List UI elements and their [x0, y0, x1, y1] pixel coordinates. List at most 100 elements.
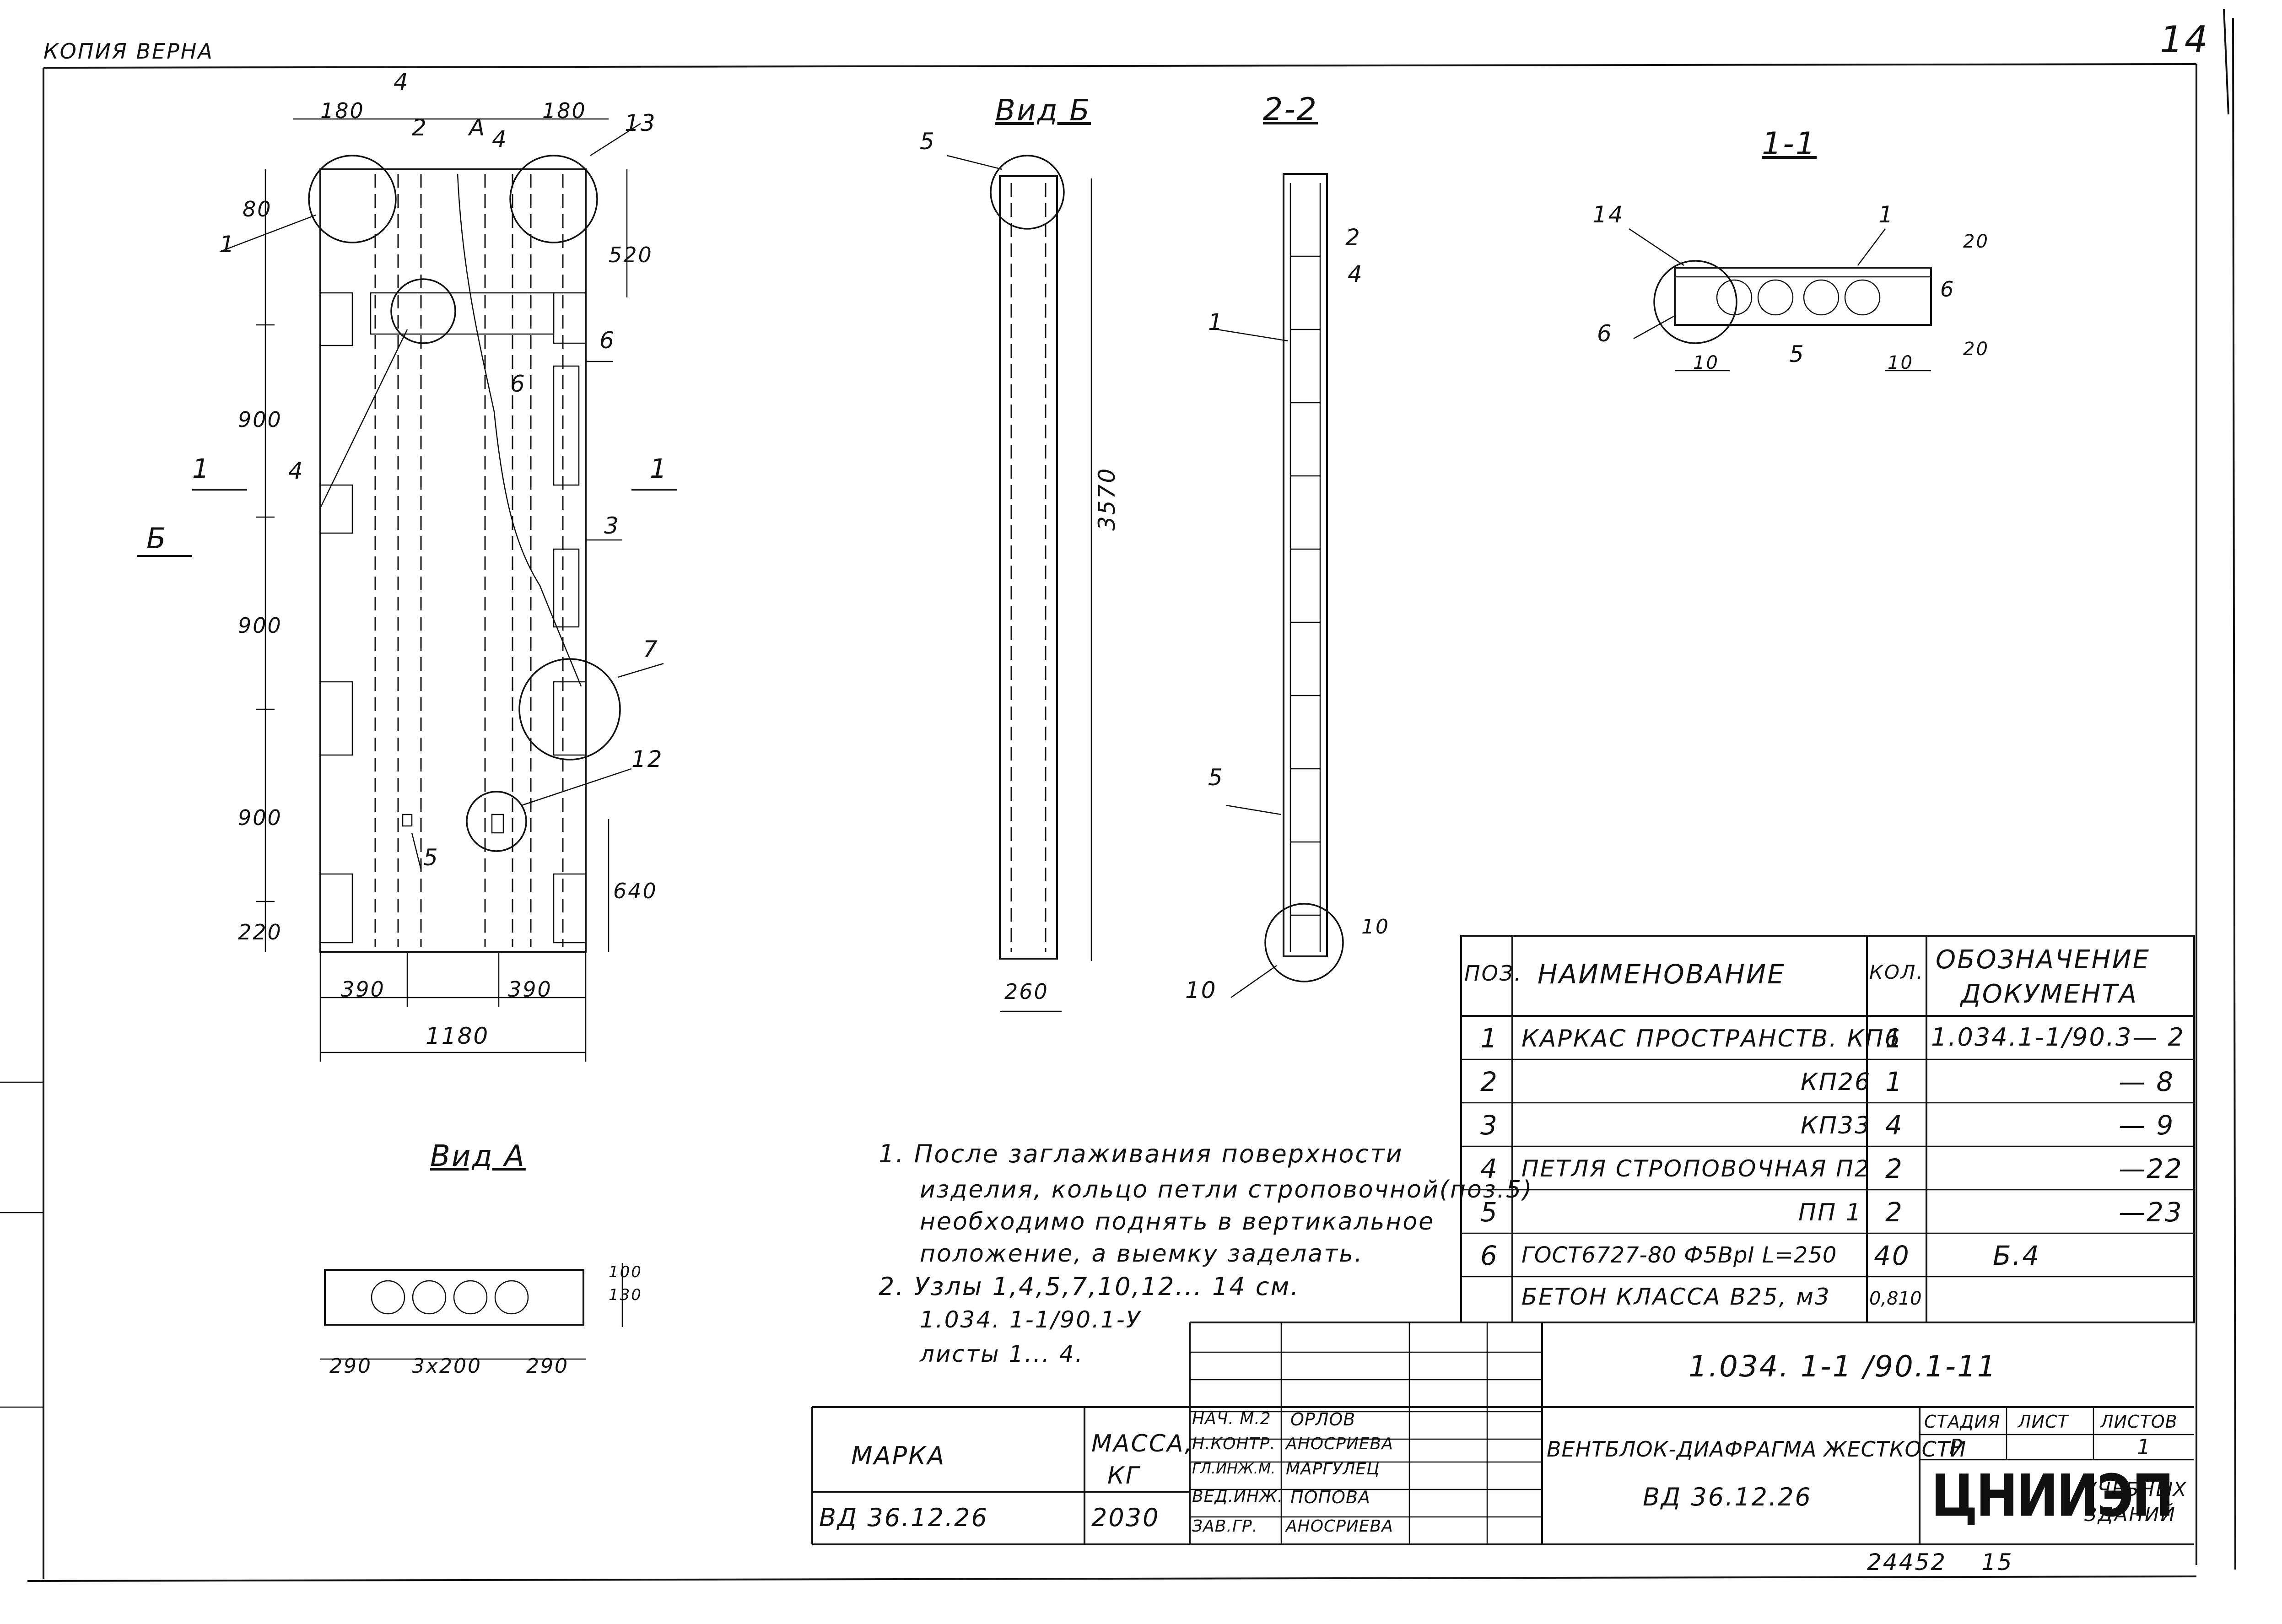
spec-row-name: ПП 1	[1798, 1199, 1862, 1226]
spec-row-name: КП26	[1801, 1068, 1872, 1096]
stage-value: Р	[1949, 1435, 1964, 1459]
signatory-name: ОРЛОВ	[1290, 1409, 1356, 1430]
section-1-1-callout-5: 5	[1789, 341, 1805, 367]
signatory-name: АНОСРИЕВА	[1286, 1517, 1393, 1536]
view-a-panel	[320, 1263, 623, 1360]
spec-row-doc: — 8	[2119, 1066, 2175, 1097]
dim-1180: 1180	[426, 1023, 490, 1049]
spec-row-qty: 2	[1885, 1197, 1904, 1228]
dim-80: 80	[243, 197, 272, 221]
callout-12: 12	[631, 746, 664, 772]
main-view-panel	[137, 118, 677, 1062]
view-b-direction-label: Б	[146, 522, 167, 555]
section-2-2-callout-2: 2	[1345, 224, 1361, 251]
dim-900-b: 900	[238, 613, 282, 638]
section-1-1-callout-1: 1	[1878, 201, 1894, 228]
section-2-2-dim-10: 10	[1361, 915, 1390, 939]
spec-row-pos: 2	[1480, 1066, 1499, 1097]
title-block-grid	[811, 1322, 2194, 1545]
marka-label: МАРКА	[851, 1441, 946, 1470]
spec-table-grid	[1460, 935, 2195, 1323]
section-mark-left: 1	[192, 453, 210, 484]
spec-row-doc: Б.4	[1993, 1240, 2041, 1271]
spec-row-qty: 40	[1874, 1240, 1910, 1271]
spec-header-doc-1: ОБОЗНАЧЕНИЕ	[1936, 945, 2151, 975]
signatory-role: НАЧ. М.2	[1192, 1409, 1271, 1428]
dim-900-c: 900	[238, 805, 282, 830]
signatory-name: ПОПОВА	[1290, 1487, 1371, 1507]
section-1-1-callout-6-right: 6	[1940, 277, 1955, 302]
spec-row-qty: 1	[1885, 1023, 1904, 1054]
sheets-value: 1	[2137, 1435, 2152, 1459]
view-b-panel	[947, 155, 1092, 1012]
callout-4-right: 4	[492, 126, 508, 152]
callout-5-main: 5	[423, 844, 439, 871]
signatory-role: ВЕД.ИНЖ.	[1192, 1487, 1284, 1506]
note-line: 1. После заглаживания поверхности	[879, 1139, 1403, 1168]
dim-640: 640	[613, 879, 658, 903]
spec-row-name: КАРКАС ПРОСТРАНСТВ. КП6	[1521, 1025, 1901, 1052]
view-a-dim-3x200: 3x200	[412, 1354, 482, 1378]
spec-row-doc: 1.034.1-1/90.3— 2	[1931, 1023, 2185, 1052]
section-2-2-callout-1: 1	[1208, 309, 1224, 335]
sheet-frame	[0, 9, 2236, 1582]
dim-180-left: 180	[320, 98, 365, 123]
spec-row-qty: 4	[1885, 1110, 1904, 1141]
footer-inventory-number: 24452	[1867, 1549, 1947, 1575]
spec-row-doc: — 9	[2119, 1110, 2175, 1141]
spec-row-pos: 6	[1480, 1240, 1499, 1271]
note-line: положение, а выемку заделать.	[920, 1240, 1364, 1268]
callout-3: 3	[604, 513, 620, 539]
spec-row-qty: 1	[1885, 1066, 1904, 1097]
note-line: 2. Узлы 1,4,5,7,10,12... 14 см.	[879, 1272, 1300, 1301]
dim-220: 220	[238, 920, 282, 944]
callout-6-top: 6	[599, 327, 615, 354]
spec-row-doc: —23	[2119, 1197, 2183, 1228]
note-line: изделия, кольцо петли строповочной(поз.5…	[920, 1176, 1533, 1203]
copy-stamp: КОПИЯ ВЕРНА	[43, 39, 214, 64]
spec-row-name: ГОСТ6727-80 Ф5ВрI L=250	[1521, 1242, 1837, 1268]
spec-header-pos: ПОЗ.	[1464, 961, 1522, 986]
spec-row-name: КП33	[1801, 1112, 1872, 1139]
section-1-1-dim-10-left: 10	[1693, 352, 1719, 373]
sheets-label: ЛИСТОВ	[2100, 1412, 2178, 1432]
spec-header-name: НАИМЕНОВАНИЕ	[1538, 959, 1786, 990]
spec-row-qty: 2	[1885, 1153, 1904, 1184]
section-1-1-callout-6-left: 6	[1597, 320, 1613, 347]
view-a-title: Вид А	[430, 1139, 526, 1173]
spec-row-pos: 3	[1480, 1110, 1499, 1141]
section-1-1-dim-20-top: 20	[1963, 231, 1989, 252]
org-logo: ЦНИИЭП	[1931, 1462, 2174, 1530]
spec-row-doc: —22	[2119, 1153, 2183, 1184]
dim-390-right: 390	[508, 977, 552, 1002]
note-line: листы 1... 4.	[920, 1341, 1084, 1367]
org-name-line-1: УЧЕБНЫХ	[2084, 1478, 2188, 1500]
org-name-line-2: ЗДАНИЙ	[2084, 1503, 2176, 1526]
dim-390-left: 390	[341, 977, 385, 1002]
callout-7: 7	[643, 636, 659, 663]
view-a-dim-290-left: 290	[329, 1354, 372, 1378]
section-1-1-panel	[1629, 228, 1932, 372]
section-2-2-callout-10: 10	[1185, 977, 1217, 1004]
signatory-role: Н.КОНТР.	[1192, 1435, 1276, 1453]
spec-row-pos: 4	[1480, 1153, 1499, 1184]
callout-1: 1	[220, 231, 236, 258]
view-b-callout-5: 5	[920, 128, 936, 155]
spec-row-name: БЕТОН КЛАССА В25, м3	[1521, 1284, 1831, 1310]
section-1-1-title: 1-1	[1762, 126, 1817, 162]
section-2-2-callout-4: 4	[1348, 261, 1364, 287]
section-mark-right: 1	[650, 453, 668, 484]
stage-label: СТАДИЯ	[1924, 1412, 2001, 1432]
view-a-dim-100: 100	[609, 1263, 642, 1281]
callout-4-mid: 4	[288, 458, 304, 484]
spec-row-qty: 0,810	[1869, 1288, 1922, 1309]
dim-520: 520	[609, 243, 653, 267]
section-2-2-title: 2-2	[1263, 92, 1318, 128]
signatory-name: АНОСРИЕВА	[1286, 1435, 1393, 1453]
view-b-dim-3570: 3570	[1094, 467, 1120, 531]
dim-900-a: 900	[238, 407, 282, 432]
view-b-title: Вид Б	[995, 94, 1091, 128]
signatory-role: ГЛ.ИНЖ.М.	[1192, 1460, 1276, 1477]
note-line: необходимо поднять в вертикальное	[920, 1208, 1435, 1236]
